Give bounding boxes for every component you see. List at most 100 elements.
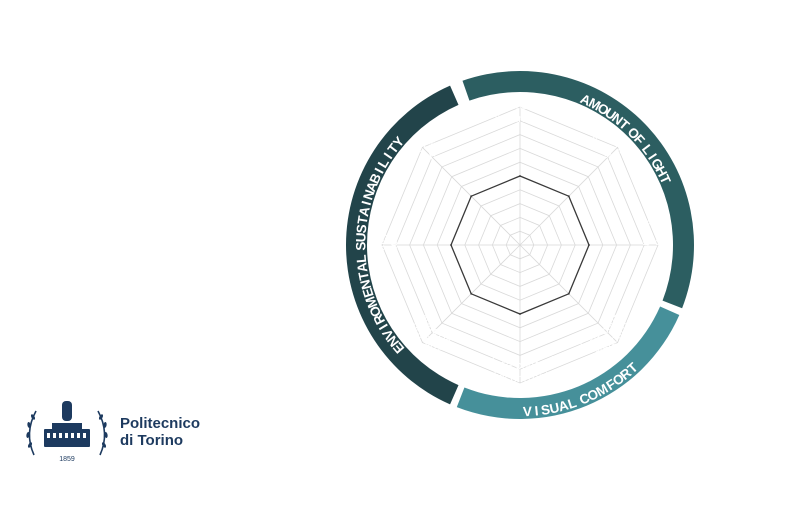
axis-label-4-0-glyph: i — [495, 371, 500, 383]
axis-label-2-0-glyph: m — [651, 220, 664, 231]
axis-label-0-0-glyph: i — [533, 101, 537, 113]
section-title-2-glyph: U — [353, 232, 368, 242]
section-title-2-glyph: T — [355, 214, 371, 225]
series-point — [567, 292, 570, 295]
axis-label-0-0-glyph: t — [553, 105, 560, 118]
axis-label-6-1-glyph: n — [389, 219, 402, 227]
section-title-2-glyph: I — [381, 150, 396, 162]
axis-label-0-0-glyph: a — [557, 106, 567, 120]
section-title-1-glyph: I — [534, 403, 539, 418]
series-point — [519, 175, 521, 177]
axis-label-2-1-glyph: m — [639, 231, 652, 241]
section-title-2-glyph: S — [354, 223, 370, 234]
axis-label-1-0-glyph: a — [637, 177, 651, 189]
section-title-1-glyph: U — [548, 400, 561, 417]
section-title-2-glyph: L — [354, 254, 370, 264]
section-ring-0 — [462, 71, 694, 309]
axis-label-1-0-glyph: z — [625, 157, 638, 169]
section-title-2-glyph: I — [372, 166, 387, 176]
axis-label-0-0-glyph: a — [494, 101, 503, 114]
series-point — [567, 195, 570, 198]
section-title-2-glyph: N — [360, 188, 377, 202]
axis-label-0-1-glyph: c — [535, 114, 543, 127]
axis-label-4-1-glyph: o — [545, 356, 554, 369]
axis-label-2-0-glyph: t — [651, 266, 664, 272]
section-ring-1 — [456, 306, 680, 419]
axis-label-6-0-glyph: i — [375, 239, 387, 242]
axis-label-4-1-glyph: e — [505, 359, 512, 372]
axis-label-0-1-glyph: n — [529, 113, 537, 126]
axis-label-6-1-glyph: t — [388, 235, 400, 240]
axis-label-5-1-glyph: i — [439, 333, 449, 344]
axis-label-6-0-glyph: h — [376, 227, 389, 235]
axis-label-2-0-glyph: i — [649, 209, 661, 214]
logo-year: 1859 — [59, 456, 75, 463]
axis-label-1-1-glyph: i — [585, 134, 594, 145]
axis-label-3-0-glyph: i — [617, 327, 628, 337]
university-name-line1: Politecnico — [120, 415, 201, 432]
axis-label-6-1-glyph: d — [388, 251, 400, 258]
axis-label-1-1-glyph: l — [587, 135, 596, 146]
axis-label-7-0-glyph: r — [418, 139, 429, 150]
axis-label-7-1-glyph: i — [428, 149, 438, 159]
axis-label-1-0-glyph: r — [621, 150, 633, 161]
axis-label-0-0-glyph: o — [521, 100, 528, 112]
section-title-2-glyph: I — [359, 199, 374, 207]
axis-label-0-0-glyph: r — [528, 100, 533, 112]
axis-label-4-0-glyph: o — [532, 372, 540, 385]
axis-label-5-1-glyph: t — [435, 330, 446, 342]
axis-label-2-0-glyph: a — [647, 278, 660, 288]
axis-label-2-1-glyph: l — [638, 222, 650, 226]
axis-label-1-0-glyph: i — [583, 117, 591, 129]
university-seal-icon: 1859 — [26, 401, 108, 463]
axis-label-2-0-glyph: v — [653, 248, 665, 255]
axis-label-4-1-glyph: a — [492, 357, 501, 370]
axis-label-4-0-glyph: f — [527, 373, 532, 385]
axis-label-1-0-glyph: m — [575, 113, 589, 128]
axis-label-6-1-glyph: o — [389, 225, 402, 233]
section-title-1-glyph: S — [540, 402, 551, 418]
axis-label-2-0-glyph: l — [646, 284, 658, 290]
axis-label-4-1-glyph: n — [527, 359, 534, 372]
axis-label-3-1-glyph: o — [617, 301, 631, 313]
axis-label-2-0-glyph: n — [649, 212, 662, 221]
section-title-2-glyph: T — [356, 270, 372, 282]
axis-label-0-0-glyph: h — [516, 100, 523, 112]
axis-label-2-0-glyph: m — [646, 200, 660, 213]
axis-label-0-1-glyph: u — [500, 114, 508, 127]
axis-label-3-1-glyph: l — [620, 299, 632, 307]
axis-label-3-1-glyph: r — [587, 336, 597, 348]
axis-label-4-0-glyph: s — [498, 371, 506, 384]
section-title-2-glyph: A — [356, 205, 373, 218]
axis-label-0-1-glyph: l — [495, 115, 500, 127]
axis-label-4-1-glyph: g — [483, 355, 492, 368]
axis-label-2-1-glyph: e — [637, 265, 650, 274]
axis-label-2-1-glyph: a — [640, 249, 652, 257]
axis-label-6-0-glyph: a — [375, 255, 388, 263]
axis-label-0-1-glyph: i — [516, 113, 519, 125]
axis-label-3-0-glyph: i — [598, 345, 607, 356]
axis-label-0-0-glyph: o — [541, 102, 549, 115]
axis-label-2-0-glyph: m — [653, 236, 665, 246]
axis-label-6-0-glyph: l — [375, 242, 387, 245]
axis-label-4-0-glyph: t — [545, 370, 551, 383]
section-title-2-glyph: E — [360, 286, 377, 299]
axis-label-3-1-glyph: r — [614, 307, 626, 317]
axis-label-0-1-glyph: a — [524, 113, 532, 125]
axis-label-2-0-glyph: i — [650, 270, 662, 275]
axis-label-2-0-glyph: r — [652, 260, 664, 266]
axis-label-6-1-glyph: i — [388, 232, 400, 236]
axis-label-1-0-glyph: l — [640, 182, 652, 189]
axis-label-4-0-glyph: r — [539, 371, 545, 383]
series-point — [450, 244, 452, 246]
axis-label-0-1-glyph: m — [506, 113, 516, 126]
axis-label-2-1-glyph: i — [637, 217, 649, 222]
axis-label-5-0-glyph: i — [420, 335, 430, 345]
section-title-2-glyph: S — [353, 242, 368, 251]
axis-label-4-1-glyph: o — [521, 360, 528, 372]
axis-label-1-0-glyph: i — [590, 122, 599, 134]
axis-label-2-1-glyph: c — [638, 260, 651, 268]
series-point — [470, 292, 473, 295]
section-title-2-glyph: N — [357, 278, 374, 291]
